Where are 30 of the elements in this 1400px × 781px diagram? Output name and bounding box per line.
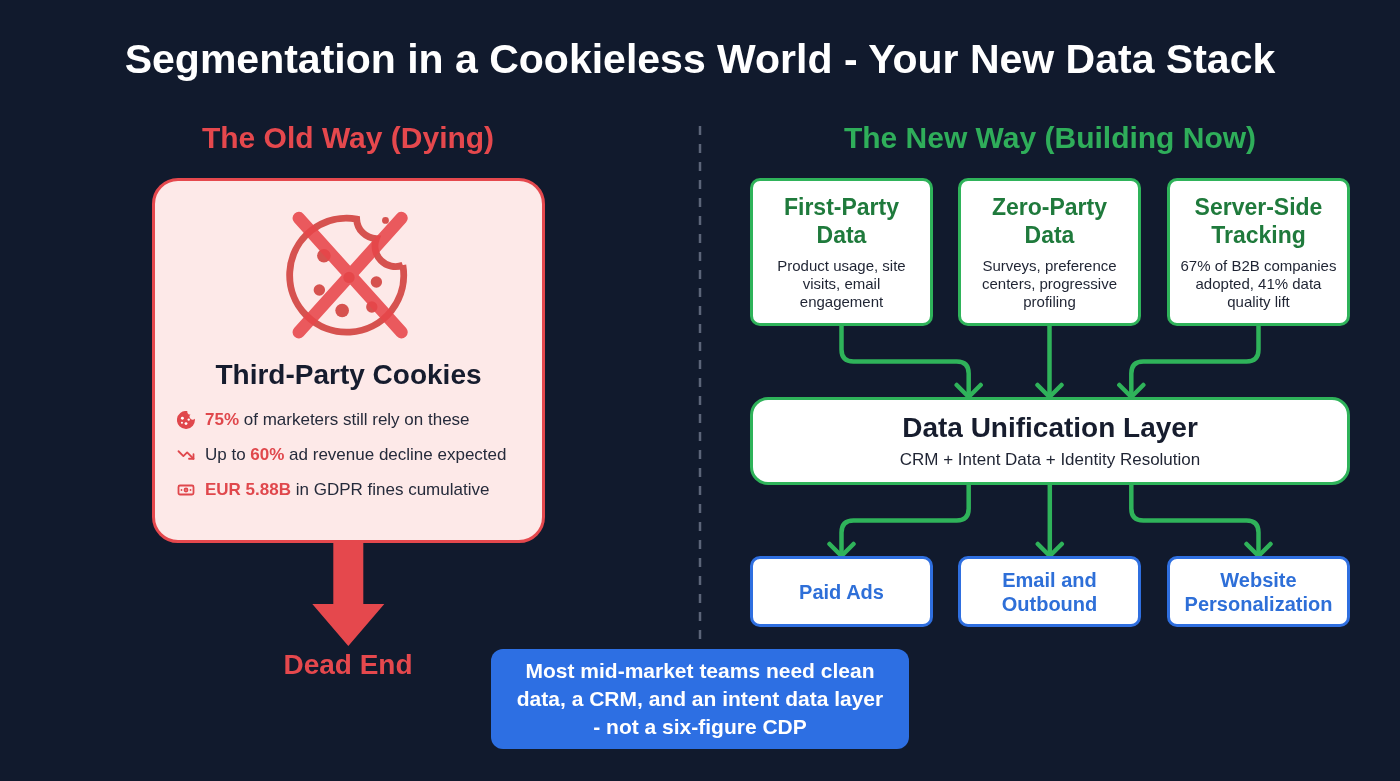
callout-text: Most mid-market teams need clean data, a CRM, and an intent data layer - not a six-figure CDP <box>515 658 885 740</box>
box-description: Product usage, site visits, email engagement <box>776 257 907 311</box>
source-box <box>1167 178 1350 326</box>
section-heading: The Old Way (Dying) <box>201 120 495 156</box>
box-heading: First-Party Data <box>782 193 900 249</box>
block-arrow <box>312 543 385 646</box>
box-label: Email and Outbound <box>1000 567 1099 616</box>
process-box <box>750 397 1350 485</box>
section-heading: The New Way (Building Now) <box>843 120 1257 156</box>
box-description: 67% of B2B companies adopted, 41% data quality lift <box>1179 257 1338 311</box>
end-label: Dead End <box>283 646 413 684</box>
box-label: Paid Ads <box>799 579 884 604</box>
callout-box <box>491 649 909 749</box>
card-heading: Third-Party Cookies <box>215 359 482 391</box>
box-description: Surveys, preference centers, progressive profiling <box>980 257 1119 311</box>
box-heading: Data Unification Layer <box>902 411 1198 445</box>
diagram-title: Segmentation in a Cookieless World - Your New Data Stack <box>123 35 1277 84</box>
output-box <box>750 556 933 627</box>
output-box <box>958 556 1141 627</box>
bullet-text: 75% of marketers still rely on these <box>205 409 470 431</box>
box-heading: Server-Side Tracking <box>1193 193 1324 249</box>
bullet-text: EUR 5.88B in GDPR fines cumulative <box>205 479 490 501</box>
output-box <box>1167 556 1350 627</box>
box-heading: Zero-Party Data <box>990 193 1108 249</box>
box-label: Website Personalization <box>1183 567 1334 616</box>
source-box <box>750 178 933 326</box>
box-description: CRM + Intent Data + Identity Resolution <box>899 449 1201 471</box>
source-box <box>958 178 1141 326</box>
info-card <box>152 178 545 543</box>
bullet-text: Up to 60% ad revenue decline expected <box>205 444 507 466</box>
